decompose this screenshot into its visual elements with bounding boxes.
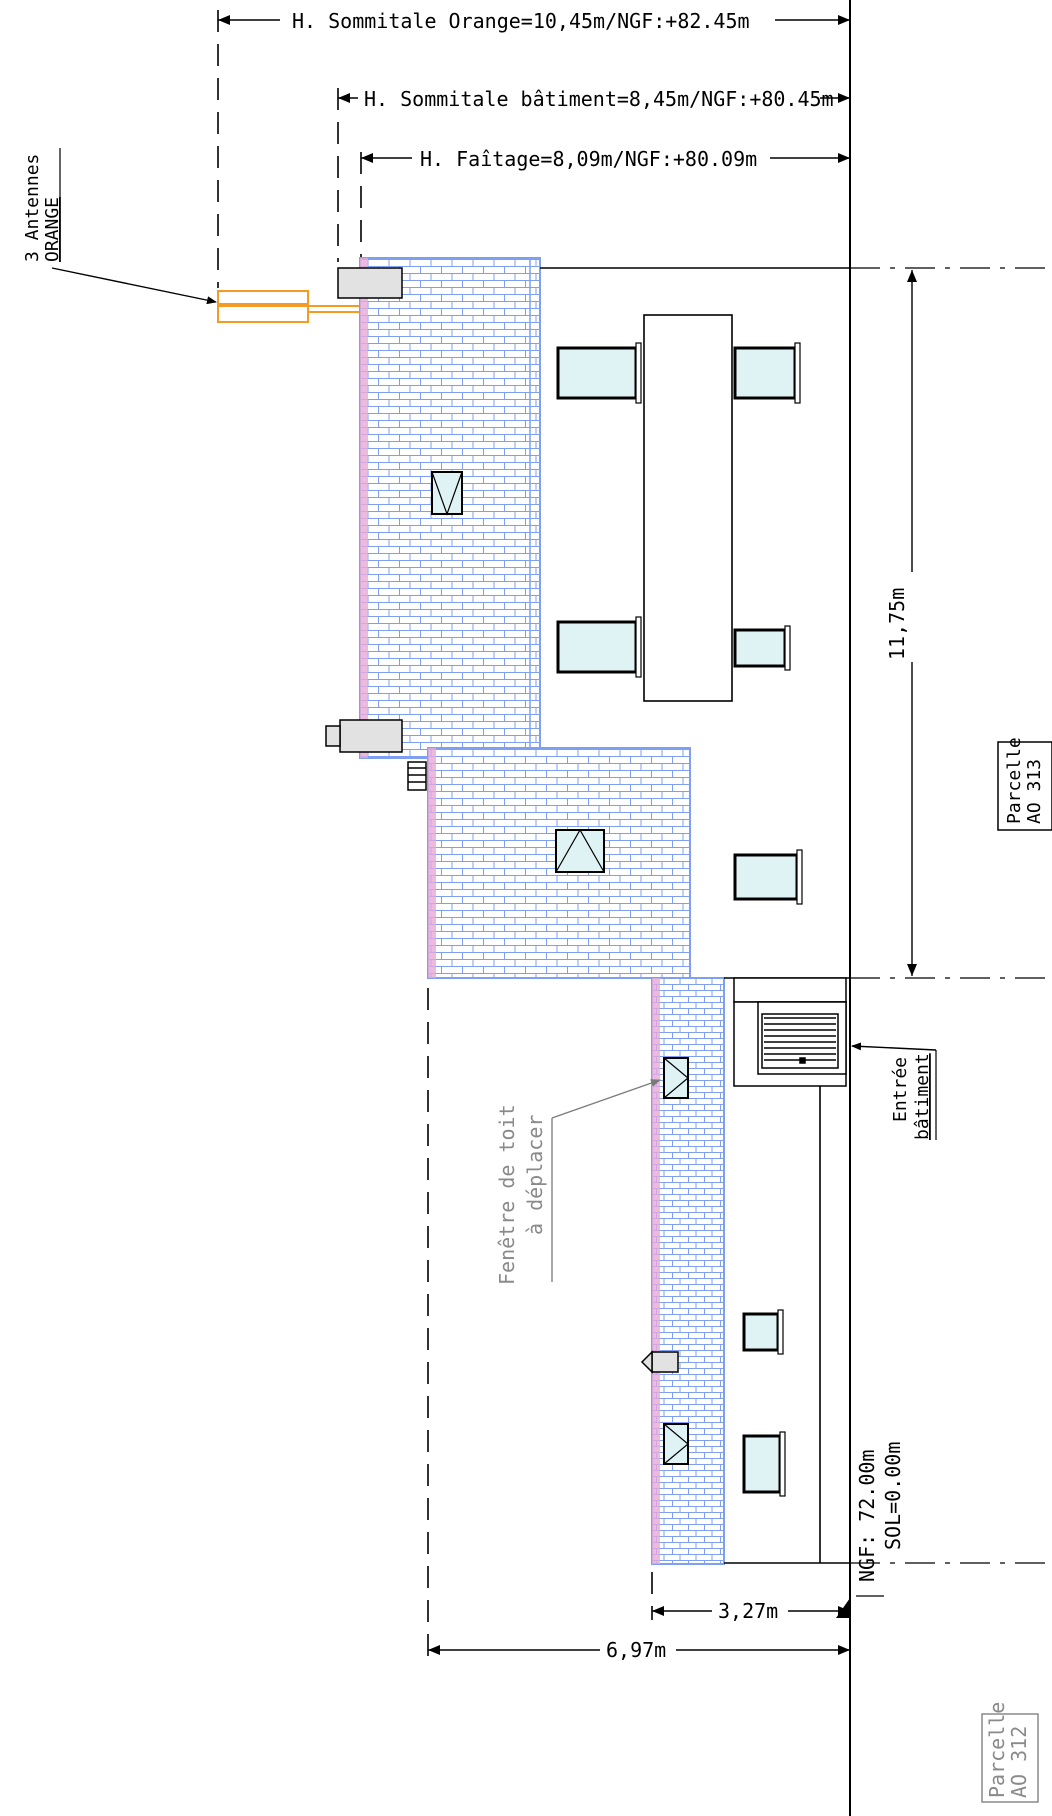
ngf-level-label: NGF: 72.00m	[855, 1450, 879, 1582]
height-orange-label: H. Sommitale Orange=10,45m/NGF:+82.45m	[292, 9, 750, 33]
building-entrance	[733, 977, 847, 1087]
width-697-label: 6,97m	[606, 1638, 666, 1662]
parcel-ao313: Parcelle AO 313	[997, 737, 1052, 831]
wall-windows	[556, 342, 803, 1497]
antennas-callout: 3 Antennes ORANGE	[22, 148, 217, 305]
parcel-ao313-line1: Parcelle	[1004, 737, 1025, 824]
antennas-label-line2: ORANGE	[42, 197, 63, 262]
width-327-label: 3,27m	[718, 1599, 778, 1623]
parcel-ao312: Parcelle AO 312	[981, 1702, 1039, 1803]
antennas-label-line1: 3 Antennes	[22, 154, 43, 262]
height-ridge-label: H. Faîtage=8,09m/NGF:+80.09m	[420, 147, 757, 171]
roof-window-note-line1: Fenêtre de toit	[495, 1104, 519, 1285]
width-dimension-697: 6,97m	[428, 1637, 850, 1663]
height-1175-label: 11,75m	[885, 588, 909, 660]
roof-window-note: Fenêtre de toit à déplacer	[495, 1079, 661, 1285]
width-dimension-327: 3,27m	[652, 1598, 850, 1624]
extension-lines	[217, 10, 653, 1660]
entrance-label-line1: Entrée	[890, 1057, 911, 1122]
height-building-label: H. Sommitale bâtiment=8,45m/NGF:+80.45m	[364, 87, 834, 111]
height-dimension-1175: 11,75m	[885, 270, 928, 976]
sol-level-label: SOL=0.00m	[881, 1442, 905, 1550]
roof-middle	[427, 747, 691, 979]
height-building-dimension: H. Sommitale bâtiment=8,45m/NGF:+80.45m	[338, 84, 850, 112]
roof-window-note-line2: à déplacer	[523, 1115, 547, 1235]
building-walls	[540, 267, 850, 1564]
parcel-ao312-line1: Parcelle	[985, 1702, 1009, 1798]
entrance-label-line2: bâtiment	[912, 1053, 933, 1140]
height-ridge-dimension: H. Faîtage=8,09m/NGF:+80.09m	[361, 144, 850, 172]
chimneys	[325, 267, 679, 1374]
orange-antennas	[217, 290, 362, 323]
height-orange-dimension: H. Sommitale Orange=10,45m/NGF:+82.45m	[218, 6, 850, 34]
entrance-callout: Entrée bâtiment	[851, 1042, 937, 1140]
roof-windows	[431, 471, 689, 1465]
parcel-ao312-line2: AO 312	[1007, 1726, 1031, 1798]
parcel-ao313-line2: AO 313	[1024, 759, 1045, 824]
ground-level-marker: NGF: 72.00m SOL=0.00m	[836, 1442, 905, 1618]
